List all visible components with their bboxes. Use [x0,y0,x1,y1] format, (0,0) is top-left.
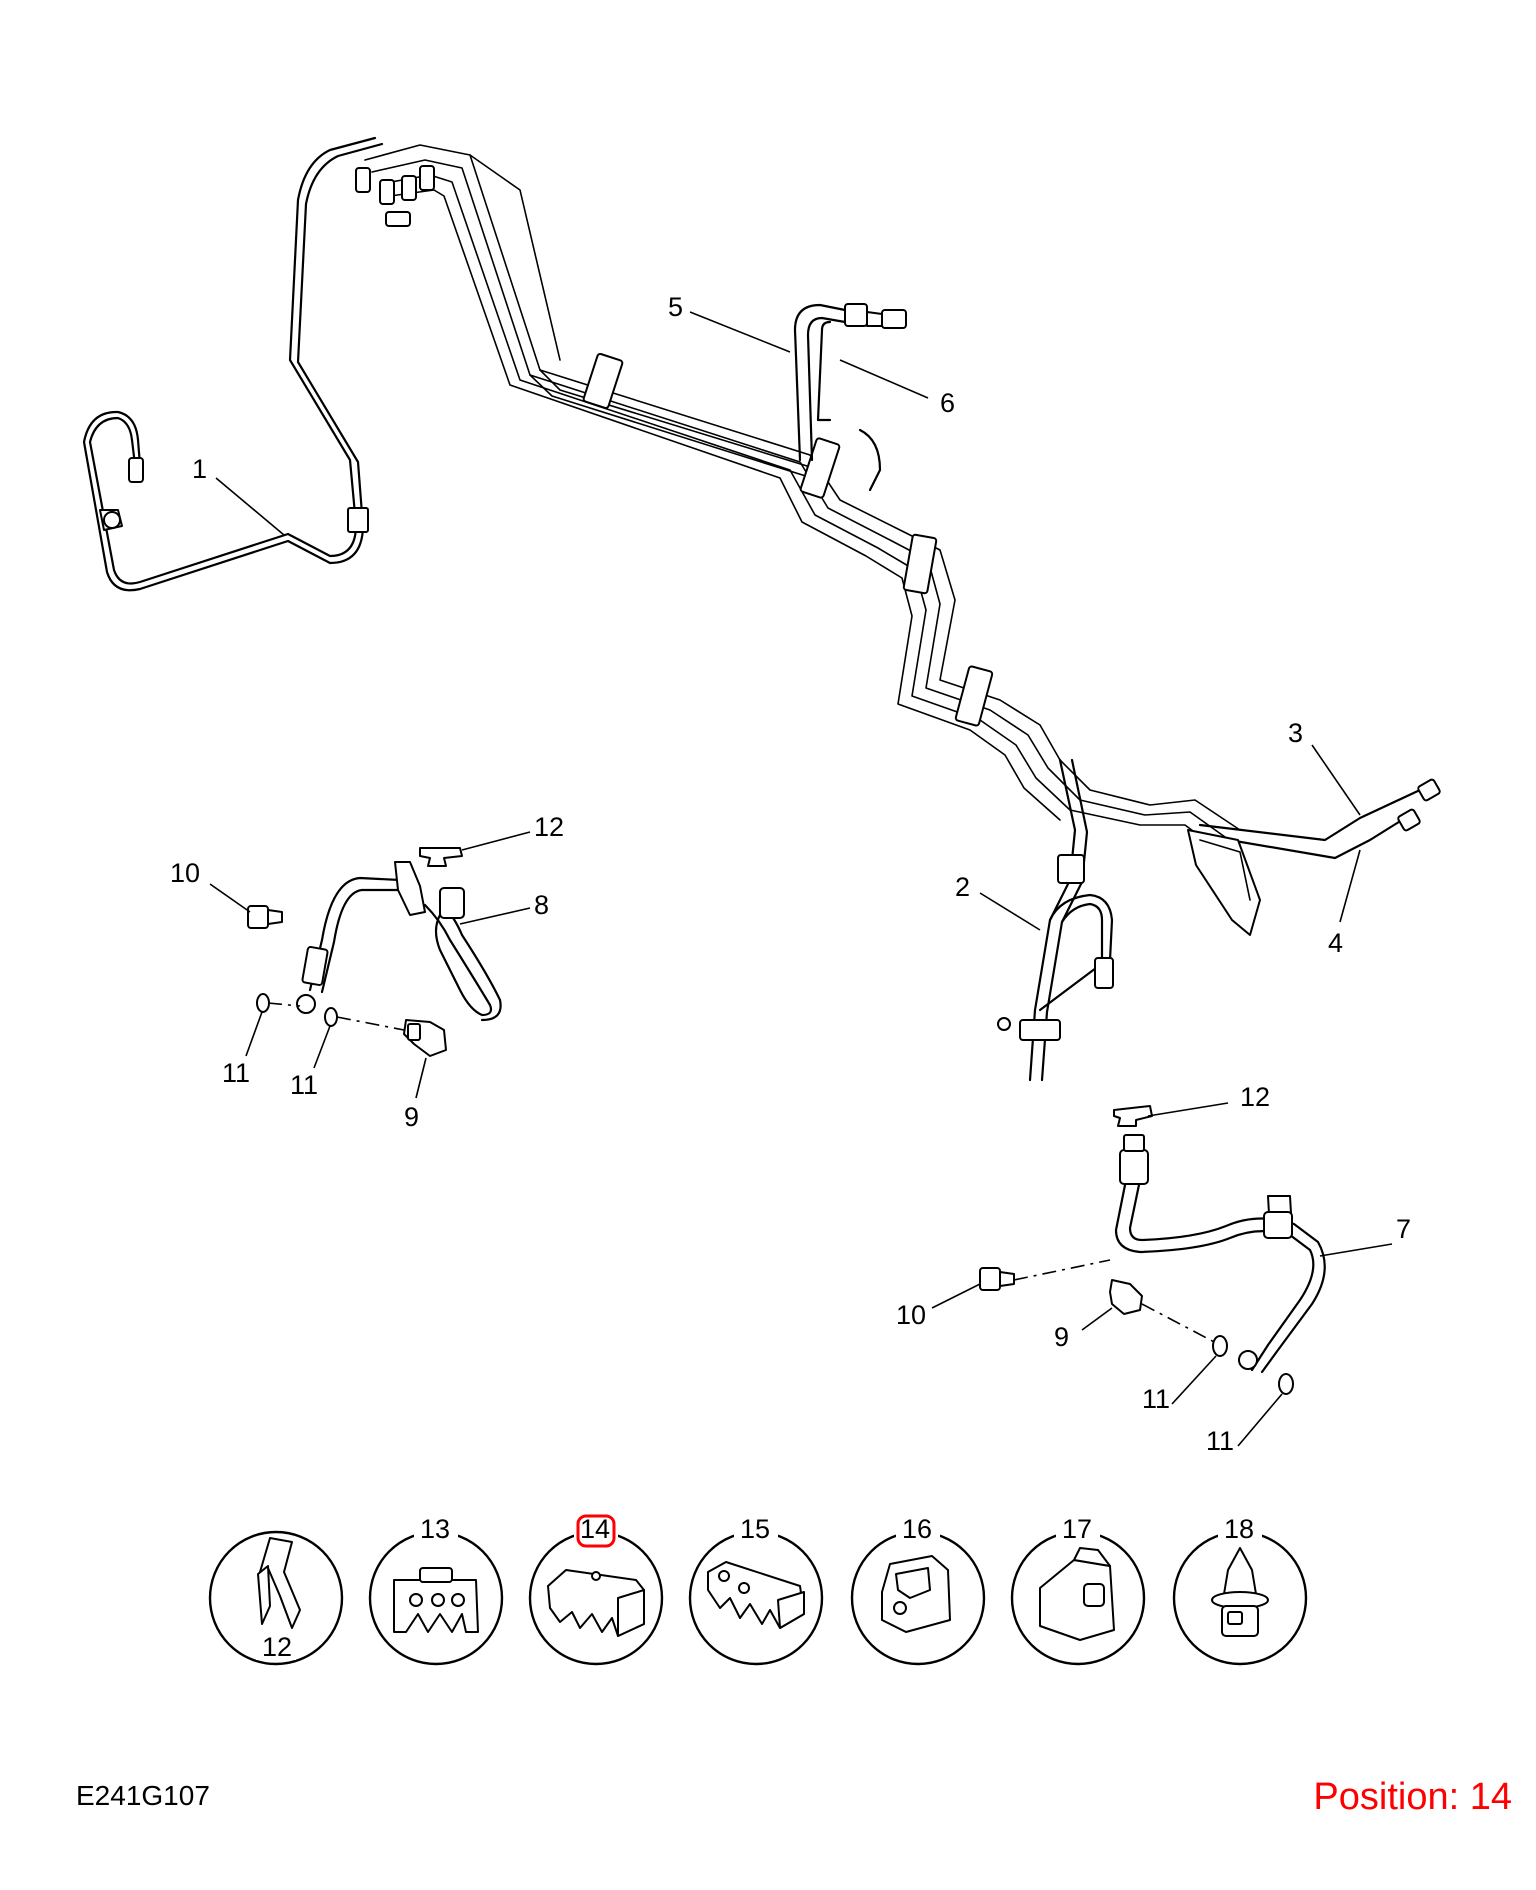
inset-label-15: 15 [740,1514,770,1544]
label-9-right: 9 [1054,1322,1069,1352]
left-hose-assembly [247,847,502,1057]
part-5-6-pipes [793,303,907,492]
label-2: 2 [955,872,970,902]
leader-lines [209,311,1393,1447]
inset-label-16: 16 [902,1514,932,1544]
part-2-right-brake-pipe [997,758,1114,1082]
label-6: 6 [940,388,955,418]
right-hose-assembly [979,1105,1326,1395]
label-11-d: 11 [1206,1426,1234,1456]
main-pipe-bundle [355,144,1241,856]
inset-label-12: 12 [262,1632,292,1662]
bolt-9-left [403,1019,447,1057]
label-12-right: 12 [1240,1082,1270,1112]
part-labels: 1 2 3 4 5 6 7 8 9 9 10 10 11 11 11 11 12… [170,292,1411,1456]
inset-12[interactable]: 12 [208,1530,344,1666]
selected-position-highlight [576,1514,616,1548]
label-9-left: 9 [404,1102,419,1132]
inset-15[interactable]: 15 [688,1512,824,1666]
bolt-10-left [247,905,283,929]
inset-13[interactable]: 13 [368,1512,504,1666]
label-7: 7 [1396,1214,1411,1244]
inset-label-13: 13 [420,1514,450,1544]
inset-18[interactable]: 18 [1172,1512,1308,1666]
label-12-left: 12 [534,812,564,842]
label-10-right: 10 [896,1300,926,1330]
label-11-b: 11 [290,1070,318,1100]
inset-17[interactable]: 17 [1010,1512,1146,1666]
inset-label-18: 18 [1224,1514,1254,1544]
label-5: 5 [668,292,683,322]
label-3: 3 [1288,718,1303,748]
part-1-left-brake-pipe [82,136,384,592]
bolt-10-right [979,1267,1015,1291]
label-8: 8 [534,890,549,920]
inset-label-14: 14 [580,1514,610,1544]
label-11-a: 11 [222,1058,250,1088]
inset-label-17: 17 [1062,1514,1092,1544]
bolt-9-right [1109,1279,1143,1315]
inset-16[interactable]: 16 [850,1512,986,1666]
label-1: 1 [192,454,207,484]
drawing-code: E241G107 [76,1780,210,1811]
label-11-c: 11 [1142,1384,1170,1414]
part-3-4-rear-pipes [1187,778,1441,936]
label-4: 4 [1328,928,1343,958]
position-indicator: Position: 14 [1313,1776,1512,1818]
inset-14[interactable]: 14 [528,1512,664,1666]
label-10-left: 10 [170,858,200,888]
